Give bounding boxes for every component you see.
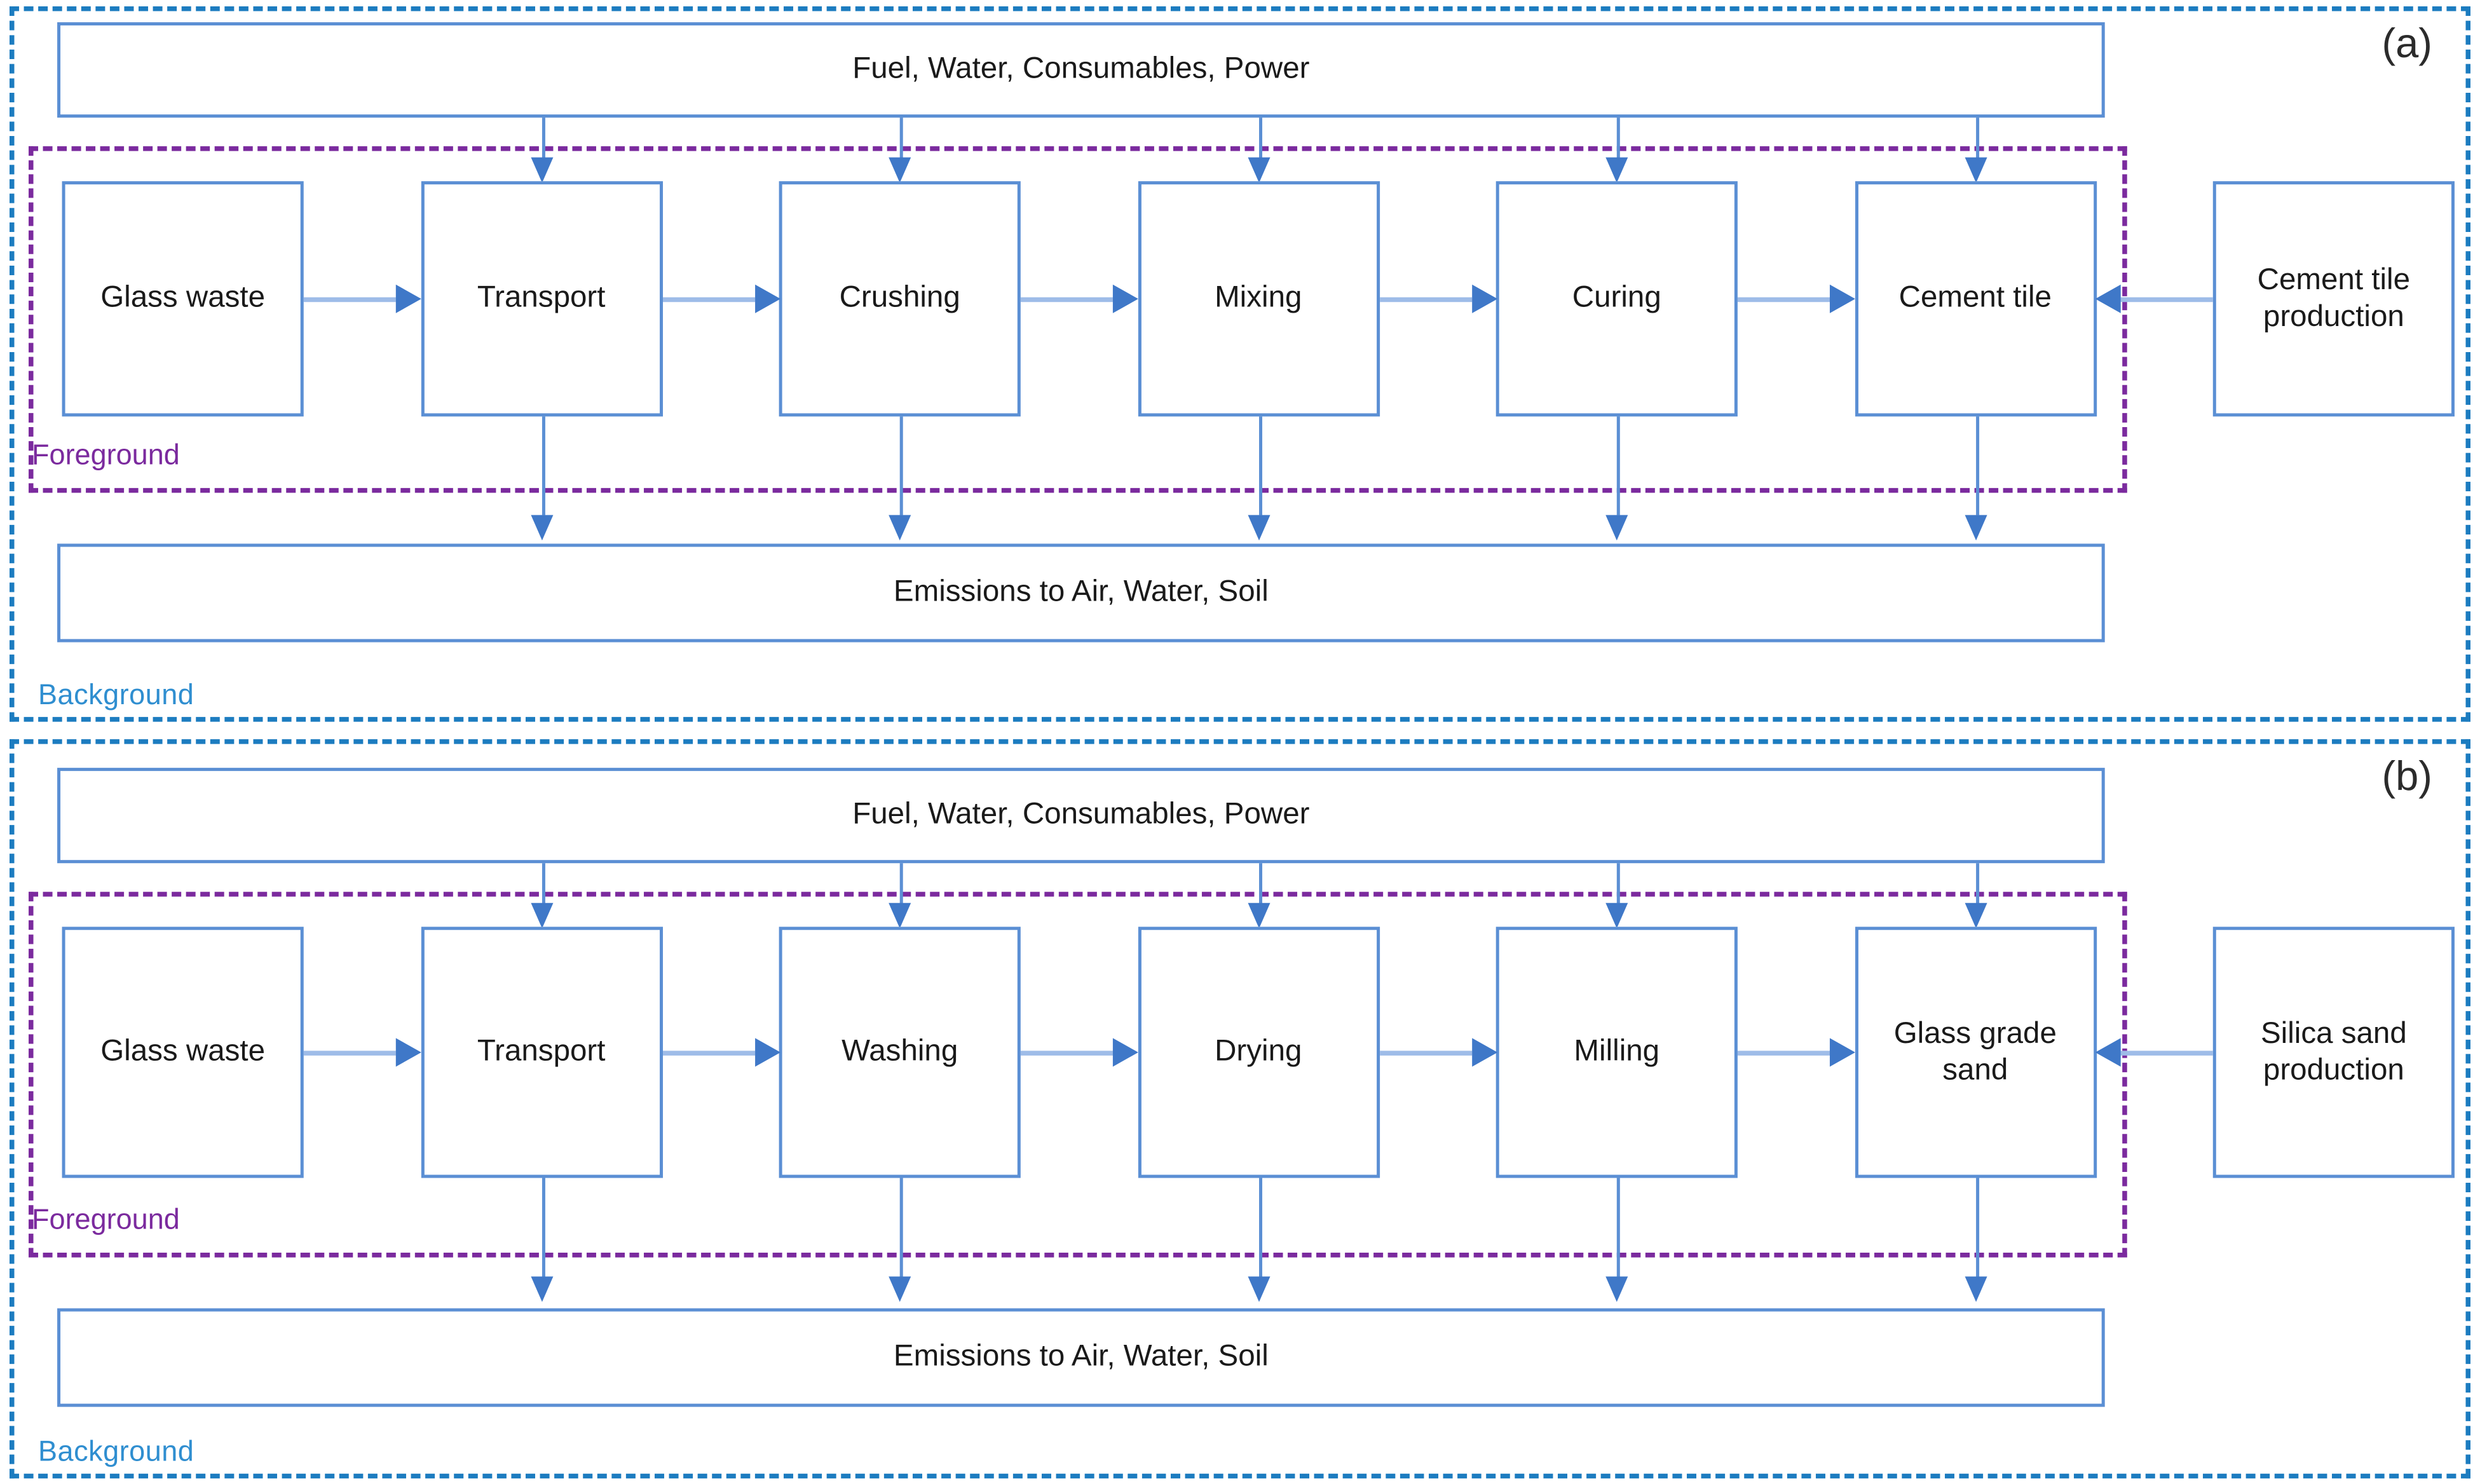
input-arrow-a-4 — [1605, 157, 1628, 183]
emission-connector-b-2 — [899, 1178, 903, 1277]
chain-arrow-a-2 — [754, 284, 780, 313]
external-arrow-b — [2095, 1038, 2121, 1067]
emission-arrow-b-3 — [1247, 1276, 1270, 1302]
input-arrow-a-2 — [889, 157, 911, 183]
process-box-a-2: Transport — [420, 181, 662, 417]
input-arrow-b-2 — [889, 902, 911, 929]
input-arrow-a-3 — [1247, 157, 1270, 183]
emission-arrow-a-5 — [1964, 515, 1987, 541]
external-box-a: Cement tile production — [2212, 181, 2455, 417]
inputs-box-a: Fuel, Water, Consumables, Power — [57, 22, 2105, 118]
inputs-box-b: Fuel, Water, Consumables, Power — [57, 768, 2105, 864]
chain-connector-a-3 — [1020, 297, 1113, 303]
chain-arrow-b-3 — [1112, 1038, 1138, 1067]
input-arrow-b-4 — [1605, 902, 1628, 929]
chain-arrow-a-4 — [1471, 284, 1497, 313]
emission-connector-b-4 — [1616, 1178, 1620, 1277]
emission-connector-b-1 — [541, 1178, 545, 1277]
input-connector-b-5 — [1975, 863, 1979, 911]
panel-letter-a: (a) — [2381, 19, 2432, 67]
emission-arrow-b-1 — [530, 1276, 553, 1302]
panel-b: (b) Background Foreground Fuel, Water, C… — [10, 739, 2470, 1479]
input-connector-b-2 — [899, 863, 903, 911]
foreground-frame-a — [29, 146, 2127, 493]
panel-letter-b: (b) — [2381, 752, 2432, 800]
chain-connector-b-1 — [303, 1051, 396, 1056]
input-arrow-b-5 — [1964, 902, 1987, 929]
emission-arrow-a-1 — [530, 515, 553, 541]
input-connector-b-4 — [1616, 863, 1620, 911]
chain-connector-a-2 — [662, 297, 754, 303]
chain-connector-a-5 — [1737, 297, 1830, 303]
chain-arrow-b-5 — [1829, 1038, 1855, 1067]
emission-connector-b-3 — [1258, 1178, 1262, 1277]
input-connector-a-4 — [1616, 118, 1620, 166]
emission-connector-b-5 — [1975, 1178, 1979, 1277]
input-arrow-a-5 — [1964, 157, 1987, 183]
input-arrow-b-1 — [530, 902, 553, 929]
emission-arrow-a-3 — [1247, 515, 1270, 541]
background-frame-a — [10, 6, 2470, 722]
input-connector-a-2 — [899, 118, 903, 166]
chain-arrow-b-2 — [754, 1038, 780, 1067]
process-box-b-6: Glass grade sand — [1854, 927, 2096, 1178]
external-arrow-a — [2095, 284, 2121, 313]
chain-connector-b-4 — [1379, 1051, 1471, 1056]
emission-arrow-a-4 — [1605, 515, 1628, 541]
process-box-a-4: Mixing — [1137, 181, 1379, 417]
input-connector-b-3 — [1258, 863, 1262, 911]
emission-arrow-b-4 — [1605, 1276, 1628, 1302]
emissions-box-b: Emissions to Air, Water, Soil — [57, 1308, 2105, 1407]
chain-arrow-b-1 — [395, 1038, 421, 1067]
process-box-a-6: Cement tile — [1854, 181, 2096, 417]
foreground-frame-b — [29, 892, 2127, 1258]
input-arrow-a-1 — [530, 157, 553, 183]
chain-connector-b-5 — [1737, 1051, 1830, 1056]
process-box-b-3: Washing — [779, 927, 1021, 1178]
process-box-b-2: Transport — [420, 927, 662, 1178]
emission-connector-a-2 — [899, 416, 903, 515]
input-connector-a-5 — [1975, 118, 1979, 166]
input-connector-b-1 — [541, 863, 545, 911]
emission-arrow-a-2 — [889, 515, 911, 541]
process-box-b-4: Drying — [1137, 927, 1379, 1178]
emission-connector-a-1 — [541, 416, 545, 515]
foreground-label-a: Foreground — [32, 439, 180, 471]
chain-arrow-a-1 — [395, 284, 421, 313]
chain-arrow-a-3 — [1112, 284, 1138, 313]
process-box-b-1: Glass waste — [62, 927, 304, 1178]
emission-arrow-b-2 — [889, 1276, 911, 1302]
chain-connector-b-2 — [662, 1051, 754, 1056]
external-connector-b — [2120, 1051, 2213, 1056]
background-label-b: Background — [38, 1435, 194, 1467]
chain-arrow-b-4 — [1471, 1038, 1497, 1067]
chain-arrow-a-5 — [1829, 284, 1855, 313]
external-connector-a — [2120, 297, 2213, 303]
input-connector-a-3 — [1258, 118, 1262, 166]
background-frame-b — [10, 739, 2470, 1479]
input-arrow-b-3 — [1247, 902, 1270, 929]
chain-connector-a-4 — [1379, 297, 1471, 303]
input-connector-a-1 — [541, 118, 545, 166]
process-box-b-5: Milling — [1495, 927, 1738, 1178]
chain-connector-b-3 — [1020, 1051, 1113, 1056]
panel-a: (a) Background Foreground Fuel, Water, C… — [10, 6, 2470, 722]
emission-arrow-b-5 — [1964, 1276, 1987, 1302]
external-box-b: Silica sand production — [2212, 927, 2455, 1178]
emission-connector-a-5 — [1975, 416, 1979, 515]
emission-connector-a-3 — [1258, 416, 1262, 515]
background-label-a: Background — [38, 679, 194, 711]
emission-connector-a-4 — [1616, 416, 1620, 515]
process-box-a-1: Glass waste — [62, 181, 304, 417]
emissions-box-a: Emissions to Air, Water, Soil — [57, 543, 2105, 643]
foreground-label-b: Foreground — [32, 1203, 180, 1236]
chain-connector-a-1 — [303, 297, 396, 303]
process-box-a-5: Curing — [1495, 181, 1738, 417]
process-box-a-3: Crushing — [779, 181, 1021, 417]
